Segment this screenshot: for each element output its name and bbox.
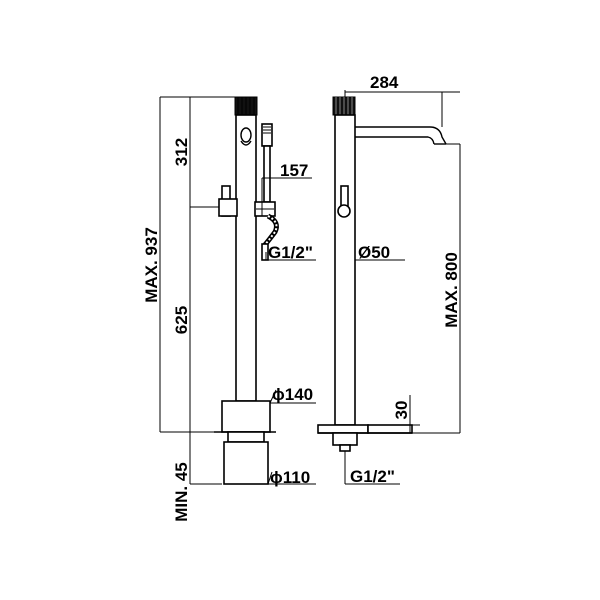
side-connection (332, 432, 358, 446)
dim-max-937: MAX. 937 (142, 227, 161, 303)
dim-30: 30 (392, 401, 411, 420)
dim-phi-110: ϕ110 (270, 468, 310, 487)
dim-o50: Ø50 (358, 243, 390, 262)
main-column (235, 114, 257, 402)
dim-min-45: MIN. 45 (172, 462, 191, 522)
spout (355, 126, 447, 145)
dim-g12-right: G1/2" (350, 467, 395, 486)
outlet-hole (240, 127, 252, 143)
dim-625: 625 (172, 306, 191, 334)
dim-284: 284 (370, 73, 399, 92)
dim-g12-left: G1/2" (268, 243, 313, 262)
dim-max-800: MAX. 800 (442, 252, 461, 328)
hand-shower (254, 123, 276, 217)
side-column (334, 114, 356, 426)
dim-157: 157 (280, 161, 308, 180)
lower-pipe (227, 431, 265, 443)
front-view: MAX. 937 312 625 MIN. 45 157 G1/2" ϕ140 … (142, 96, 316, 522)
hose (262, 213, 279, 248)
base-plate (221, 400, 271, 433)
side-base (317, 424, 369, 434)
dim-phi-140: ϕ140 (272, 385, 313, 404)
side-view: 284 Ø50 MAX. 800 30 G1/2" (317, 73, 461, 486)
dim-312: 312 (172, 138, 191, 166)
